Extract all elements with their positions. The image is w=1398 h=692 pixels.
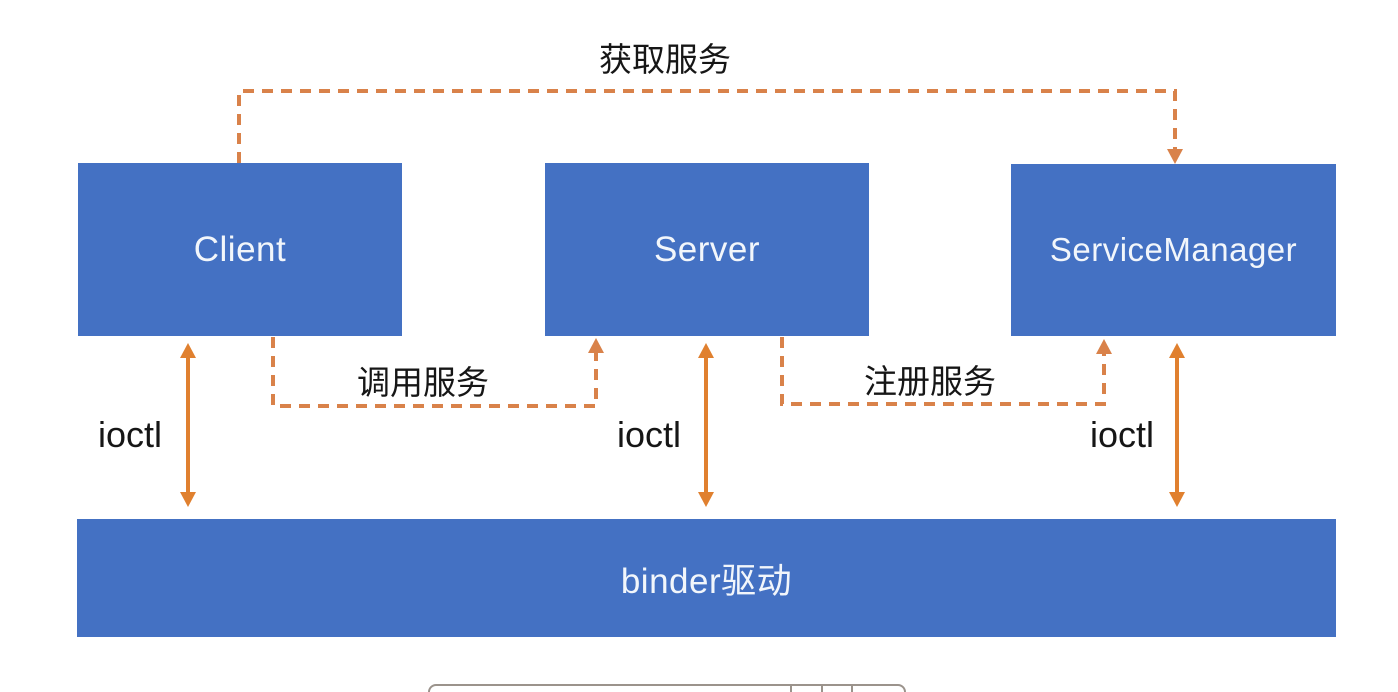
ioctl-label-server: ioctl — [616, 414, 682, 455]
arrowhead-up-icon — [1096, 339, 1112, 354]
partial-bottom-toolbar[interactable] — [428, 684, 906, 692]
register-service-label: 注册服务 — [864, 363, 996, 400]
ioctl-arrow-client — [180, 343, 196, 507]
ioctl-label-service-manager: ioctl — [1089, 414, 1155, 455]
call-service-connector — [271, 337, 604, 408]
node-client: Client — [78, 163, 402, 336]
arrowhead-down-icon — [1169, 492, 1185, 507]
arrowhead-down-icon — [698, 492, 714, 507]
arrowhead-down-icon — [1167, 149, 1183, 164]
ioctl-arrow-service-manager — [1169, 343, 1185, 507]
node-server: Server — [545, 163, 869, 336]
arrowhead-up-icon — [1169, 343, 1185, 358]
get-service-label: 获取服务 — [599, 41, 731, 78]
node-service-manager: ServiceManager — [1011, 164, 1336, 336]
node-binder-driver: binder驱动 — [77, 519, 1336, 637]
toolbar-divider — [851, 686, 853, 692]
get-service-connector — [237, 89, 1183, 164]
arrowhead-up-icon — [588, 338, 604, 353]
ioctl-arrow-server — [698, 343, 714, 507]
toolbar-divider — [790, 686, 792, 692]
arrowhead-down-icon — [180, 492, 196, 507]
call-service-label: 调用服务 — [357, 364, 489, 401]
arrowhead-up-icon — [698, 343, 714, 358]
toolbar-divider — [821, 686, 823, 692]
register-service-connector — [780, 337, 1112, 406]
ioctl-label-client: ioctl — [97, 414, 163, 455]
arrowhead-up-icon — [180, 343, 196, 358]
